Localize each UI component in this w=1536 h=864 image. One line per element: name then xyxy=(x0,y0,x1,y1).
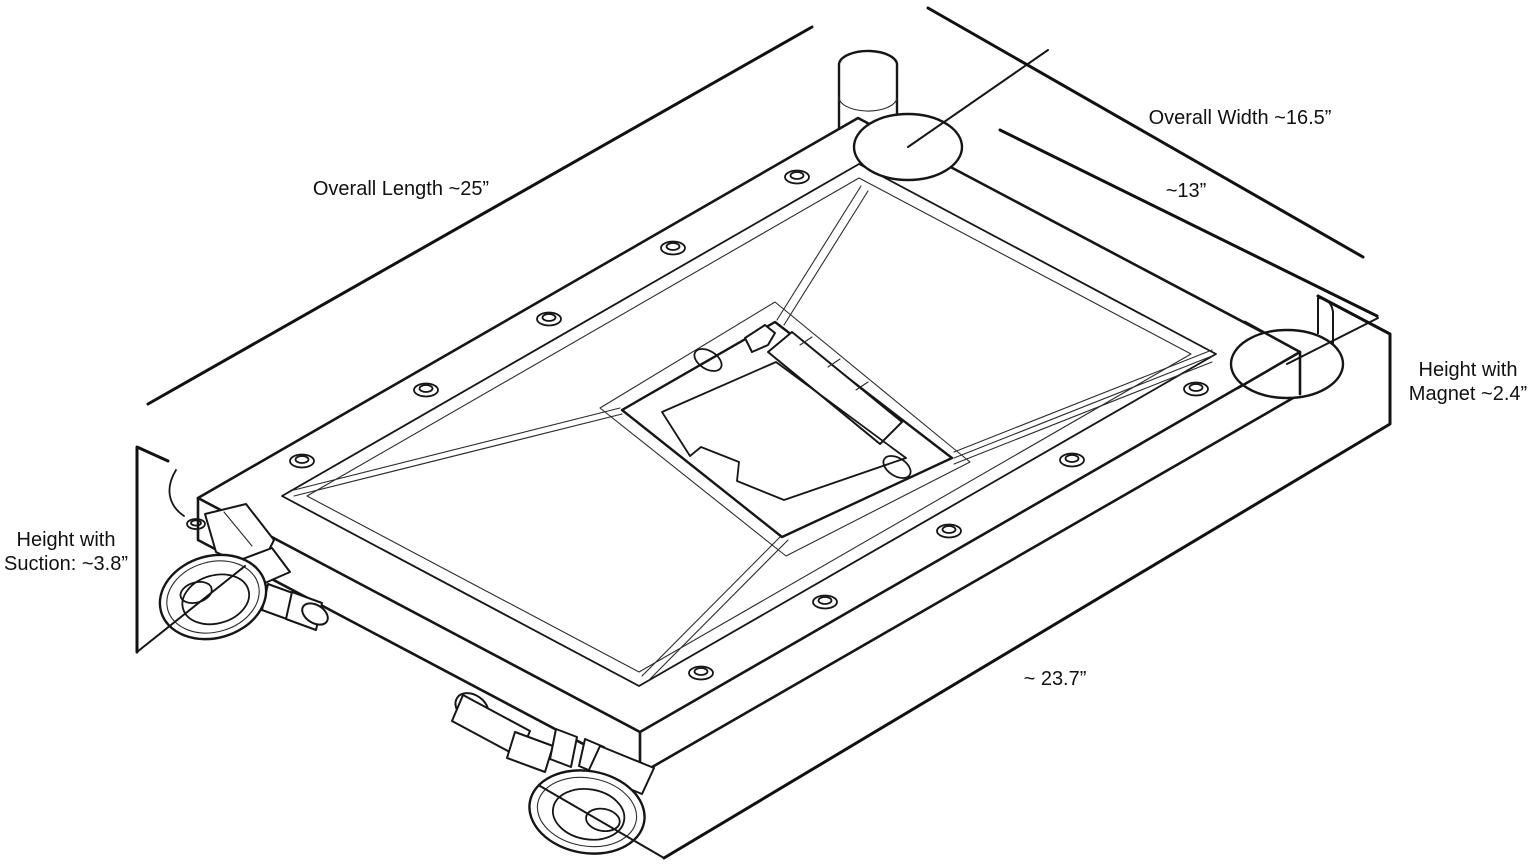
label-height-magnet-line2: Magnet ~2.4” xyxy=(1409,383,1527,405)
suction-left-leader-line xyxy=(136,565,246,653)
magnet-right-leader-line xyxy=(1286,317,1379,365)
label-height-magnet-line1: Height with xyxy=(1419,359,1518,381)
rail-lip-line xyxy=(306,177,1192,673)
suction-cup-bottom xyxy=(528,769,646,855)
bracket-ridge xyxy=(767,331,903,445)
suction-cup-left-assembly xyxy=(158,503,329,641)
bracket-slot xyxy=(693,348,723,372)
left-corner-cap xyxy=(168,469,185,517)
dim-line-overall-width xyxy=(926,6,1365,259)
dim-bracket-height-magnet xyxy=(662,294,1392,860)
label-height-suction-line1: Height with xyxy=(17,529,116,551)
label-overall-length: Overall Length ~25” xyxy=(313,178,489,200)
rail-inner-edge xyxy=(281,163,1217,687)
base-plate xyxy=(168,49,1334,776)
dim-line-overall-length xyxy=(146,25,814,406)
dimension-lines xyxy=(135,6,1392,860)
bracket-slot xyxy=(882,455,912,479)
dimension-labels: Overall Length ~25” Overall Width ~16.5”… xyxy=(4,107,1527,690)
label-bottom-length: ~ 23.7” xyxy=(1024,668,1087,690)
dim-line-inner-width xyxy=(998,128,1379,318)
panel-creases xyxy=(293,185,1213,681)
rail-screws-upper-left xyxy=(186,169,810,530)
label-inner-width: ~13” xyxy=(1166,180,1207,202)
dim-bracket-height-suction xyxy=(135,445,170,654)
bracket-hook-tab xyxy=(744,324,776,353)
corner-post-top xyxy=(837,49,899,132)
label-overall-width: Overall Width ~16.5” xyxy=(1149,107,1332,129)
magnet-front-leader-line xyxy=(907,49,1049,148)
center-bracket xyxy=(599,301,971,557)
suction-cup-bottom-assembly xyxy=(451,692,655,855)
rail-screws-lower-right xyxy=(688,381,1209,681)
suction-bottom-leader-line xyxy=(539,785,665,859)
bracket-recess xyxy=(661,361,907,501)
label-height-suction-line2: Suction: ~3.8” xyxy=(4,553,128,575)
